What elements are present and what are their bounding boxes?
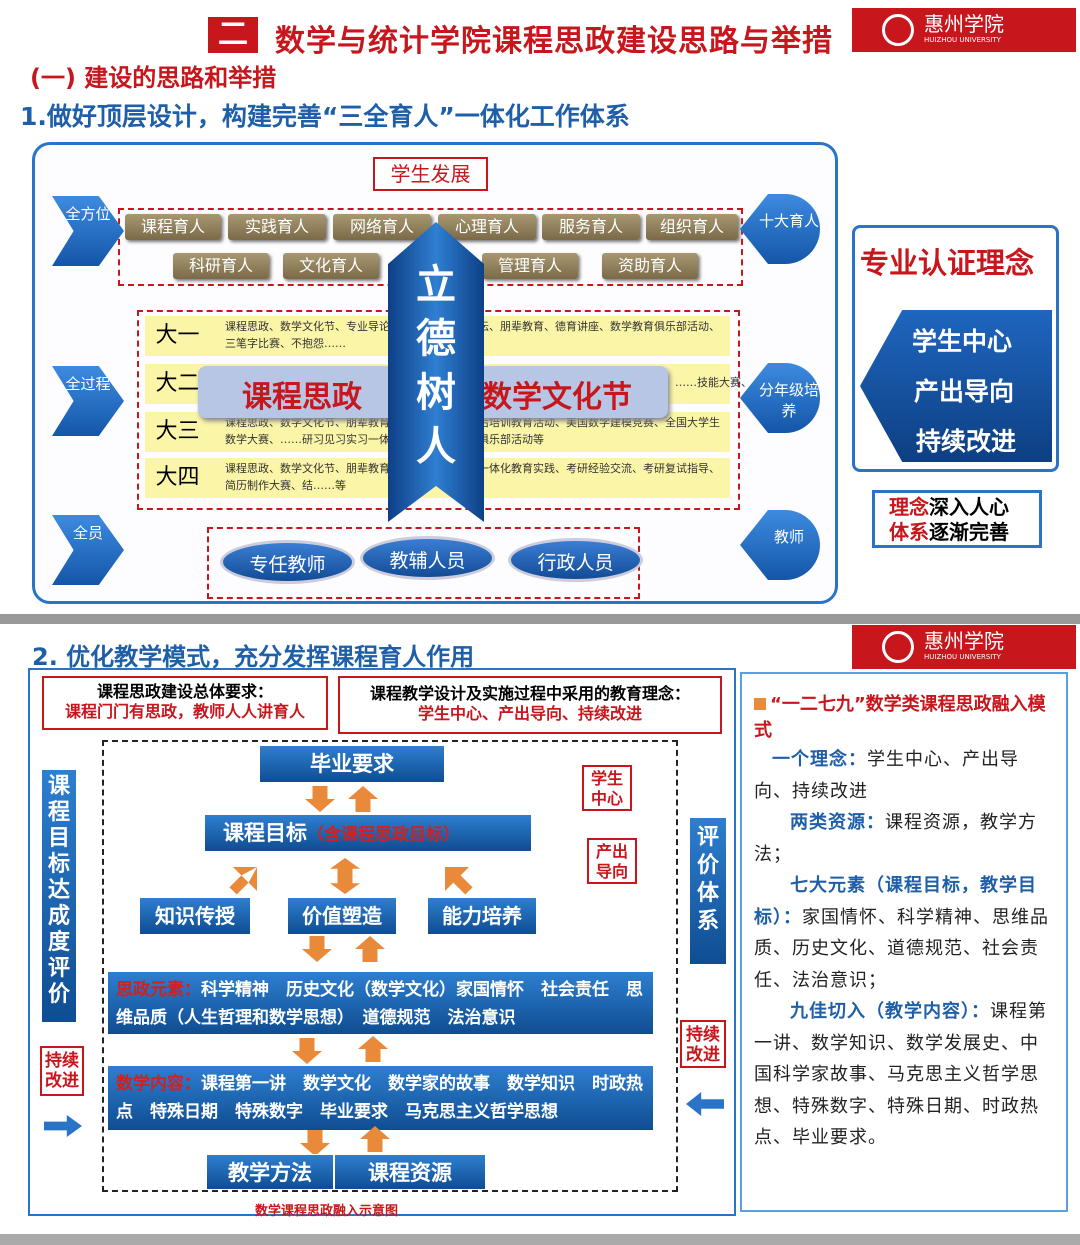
staff-fulltime: 专任教师 (220, 540, 355, 584)
evaluation-system: 评价体系 (690, 818, 726, 964)
panel-resources: 两类资源：课程资源，教学方法； (754, 807, 1056, 870)
panel-entry-points: 九佳切入（教学内容）：课程第一讲、数学知识、数学发展史、中国科学家故事、马克思主… (754, 996, 1056, 1154)
staff-assistant: 教辅人员 (360, 536, 495, 580)
grade-label: 大一 (155, 323, 200, 348)
tag-management: 管理育人 (482, 253, 578, 279)
university-logo: 惠州学院 HUIZHOU UNIVERSITY (852, 8, 1076, 52)
requirement-box: 课程思政建设总体要求：课程门门有思政，教师人人讲育人 (42, 676, 328, 730)
ideology-elements: 思政元素：科学精神 历史文化（数学文化）家国情怀 社会责任 思维品质（人生哲理和… (108, 972, 653, 1034)
section-heading: 1.做好顶层设计，构建完善“三全育人”一体化工作体系 (20, 102, 630, 131)
tag-psychology: 心理育人 (438, 214, 536, 240)
university-logo-2: 惠州学院 HUIZHOU UNIVERSITY (852, 625, 1076, 669)
tag-research: 科研育人 (173, 253, 269, 279)
certification-box (852, 225, 1059, 472)
outcome-box: 产出导向 (587, 838, 637, 884)
math-content: 数学内容：课程第一讲 数学文化 数学家的故事 数学知识 时政热点 特殊日期 特殊… (108, 1066, 653, 1130)
graduation-requirement: 毕业要求 (260, 746, 444, 782)
panel-label: 一个理念： (772, 749, 867, 770)
certification-arrow (860, 310, 1052, 462)
note-text: 深入人心 (929, 495, 1009, 519)
panel-title-text: “一二七九”数学类课程思政融入模式 (754, 694, 1046, 741)
value-shaping: 价值塑造 (288, 898, 396, 934)
panel-label: 九佳切入（教学内容）： (790, 1001, 990, 1022)
process-frame (102, 740, 678, 1192)
panel-label: 七大元素（课程目标，教学目标）： (754, 875, 1037, 928)
left-evaluation-bar: 课程目标达成度评价 (42, 770, 76, 1022)
panel-text: 家国情怀、科学精神、思维品质、历史文化、道德规范、社会责任、法治意识； (754, 906, 1049, 991)
cert-item: 学生中心 (912, 327, 1013, 356)
section2-heading: 2. 优化教学模式，充分发挥课程育人作用 (32, 643, 475, 671)
knowledge-transfer: 知识传授 (140, 898, 250, 934)
panel-label: 两类资源： (790, 812, 885, 833)
cert-note: 理念深入人心 体系逐渐完善 (872, 490, 1042, 548)
course-goal-label: 课程目标 (223, 821, 307, 845)
ribbon (388, 222, 484, 522)
content-label: 数学内容： (116, 1074, 201, 1094)
cert-item: 产出导向 (914, 377, 1015, 406)
section-subtitle: (一) 建设的思路和举措 (30, 64, 277, 92)
logo-en: HUIZHOU UNIVERSITY (924, 36, 1001, 44)
tag-organization: 组织育人 (646, 214, 738, 240)
req-text: 课程门门有思政，教师人人讲育人 (64, 702, 305, 721)
idea-box: 课程教学设计及实施过程中采用的教育理念：学生中心、产出导向、持续改进 (338, 676, 722, 734)
student-center-box: 学生中心 (582, 765, 632, 811)
tag-funding: 资助育人 (602, 253, 698, 279)
elements-text: 科学精神 历史文化（数学文化）家国情怀 社会责任 思维品质（人生哲理和数学思想）… (116, 980, 643, 1028)
logo-en: HUIZHOU UNIVERSITY (924, 653, 1001, 661)
section-number: 二 (208, 17, 258, 53)
seal-icon (882, 14, 914, 46)
elements-label: 思政元素： (116, 980, 201, 1000)
left-improve: 持续改进 (40, 1046, 84, 1096)
panel-text: 课程第一讲、数学知识、数学发展史、中国科学家故事、马克思主义哲学思想、特殊数字、… (754, 1001, 1047, 1148)
tag-culture: 文化育人 (283, 253, 379, 279)
grade-label: 大三 (155, 419, 200, 444)
ribbon-text: 立德树人 (416, 262, 456, 470)
course-goal-note: （含课程思政目标） (307, 825, 460, 845)
panel-elements: 七大元素（课程目标，教学目标）：家国情怀、科学精神、思维品质、历史文化、道德规范… (754, 870, 1056, 996)
staff-admin: 行政人员 (508, 538, 643, 582)
grade-label: 大四 (155, 465, 200, 490)
note-text: 逐渐完善 (929, 520, 1009, 544)
panel-text: 课程资源，教学方法； (754, 812, 1037, 865)
bullet-square-icon (754, 698, 766, 710)
tag-network: 网络育人 (333, 214, 431, 240)
slide-divider (0, 614, 1080, 624)
overlay-course-ideology: 课程思政 (242, 380, 362, 415)
teaching-method: 教学方法 (206, 1154, 334, 1190)
content-text: 课程第一讲 数学文化 数学家的故事 数学知识 时政热点 特殊日期 特殊数字 毕业… (116, 1074, 643, 1122)
panel-title: “一二七九”数学类课程思政融入模式 (754, 692, 1056, 744)
mode-panel: “一二七九”数学类课程思政融入模式 一个理念：学生中心、产出导向、持续改进 两类… (740, 672, 1068, 1212)
note-red: 理念 (889, 495, 929, 519)
panel-idea: 一个理念：学生中心、产出导向、持续改进 (754, 744, 1056, 807)
seal-icon (882, 631, 914, 663)
right-improve: 持续改进 (680, 1020, 726, 1068)
panel-text: 学生中心、产出导向、持续改进 (754, 749, 1019, 802)
idea-text: 学生中心、产出导向、持续改进 (417, 704, 642, 723)
page-title: 数学与统计学院课程思政建设思路与举措 (275, 24, 833, 59)
note-red: 体系 (889, 520, 929, 544)
req-title: 课程思政建设总体要求： (96, 682, 273, 701)
tag-practice: 实践育人 (228, 214, 326, 240)
diagram-caption: 数学课程思政融入示意图 (255, 1204, 399, 1219)
student-development: 学生发展 (373, 157, 488, 191)
overlay-math-festival: 数学文化节 (482, 380, 632, 415)
tag-course: 课程育人 (125, 214, 221, 240)
course-resource: 课程资源 (334, 1154, 486, 1190)
certification-title: 专业认证理念 (860, 246, 1035, 280)
tag-service: 服务育人 (542, 214, 640, 240)
logo-cn: 惠州学院 (924, 629, 1004, 653)
idea-title: 课程教学设计及实施过程中采用的教育理念： (369, 684, 690, 703)
grade-text: ……技能大赛、 (675, 376, 752, 389)
cert-item: 持续改进 (916, 427, 1017, 456)
logo-cn: 惠州学院 (924, 12, 1004, 36)
ability-training: 能力培养 (428, 898, 536, 934)
course-goal: 课程目标（含课程思政目标） (205, 815, 531, 851)
bottom-bar (0, 1234, 1080, 1245)
grade-label: 大二 (155, 371, 200, 396)
section2-frame (28, 668, 736, 1216)
